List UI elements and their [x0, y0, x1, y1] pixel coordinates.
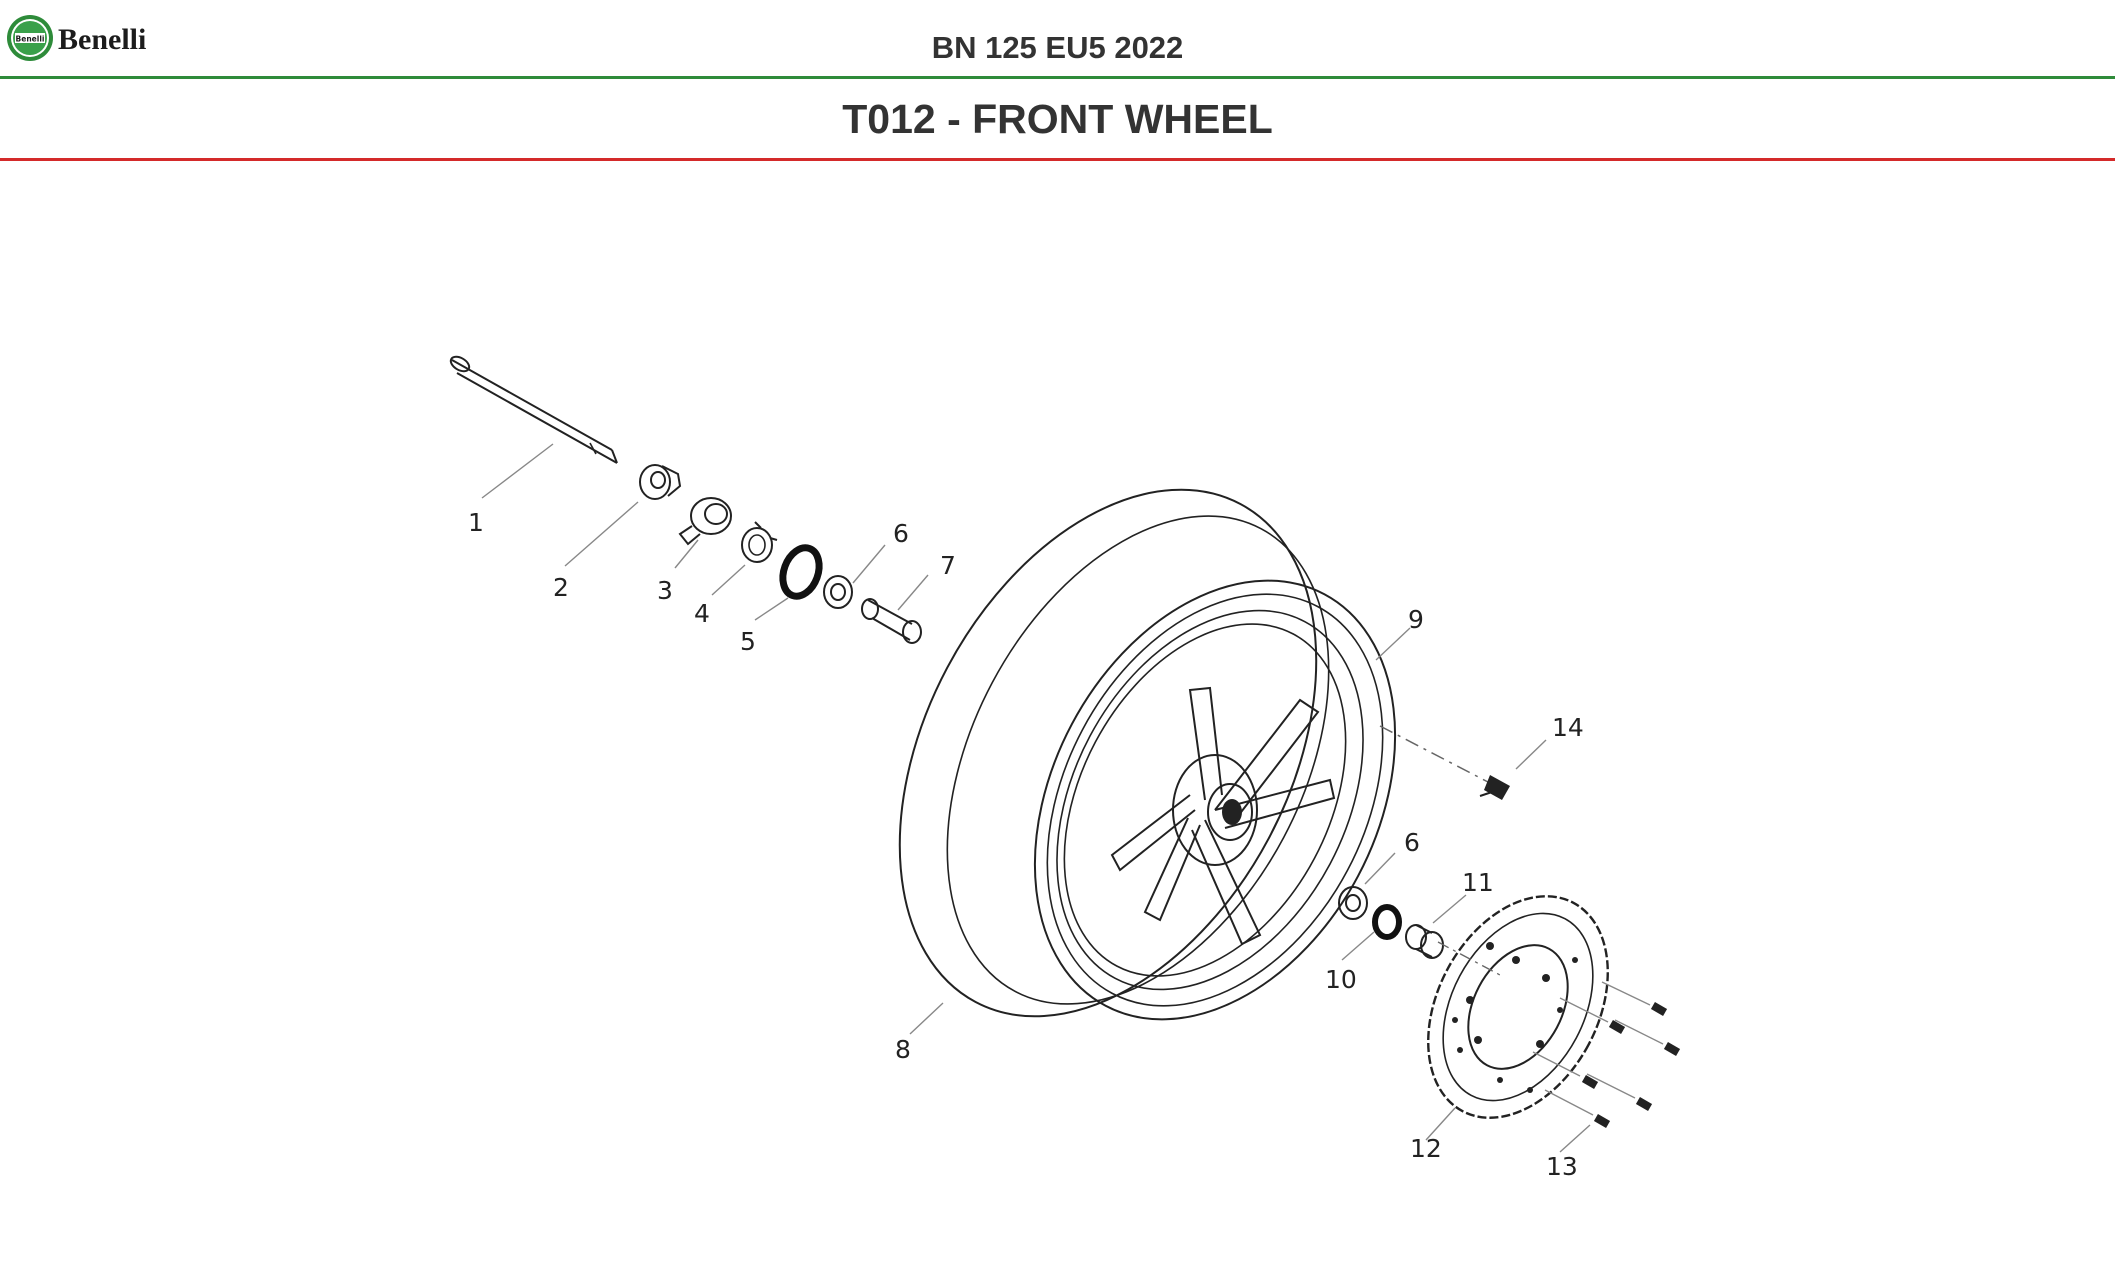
benelli-logo: Benelli Benelli — [7, 15, 146, 61]
logo-mini-text: Benelli — [16, 35, 45, 44]
part-rim — [1033, 579, 1397, 1021]
header-divider-red — [0, 158, 2115, 161]
callout-12: 12 — [1410, 1134, 1442, 1163]
logo-wordmark: Benelli — [58, 23, 146, 56]
part-speedometer-drive — [678, 497, 732, 546]
page-header: Benelli Benelli BN 125 EU5 2022 — [0, 0, 2115, 78]
callout-13: 13 — [1546, 1152, 1578, 1181]
callout-4: 4 — [694, 599, 710, 628]
callout-11: 11 — [1462, 868, 1494, 897]
part-oil-seal — [779, 544, 823, 600]
callout-leaders — [481, 443, 1591, 1153]
callout-6-upper: 6 — [893, 519, 909, 548]
model-name: BN 125 EU5 2022 — [931, 30, 1184, 65]
callout-2: 2 — [553, 573, 569, 602]
callout-6-lower: 6 — [1404, 828, 1420, 857]
header-divider-green — [0, 76, 2115, 79]
part-retainer — [741, 521, 778, 563]
callout-5: 5 — [740, 627, 756, 656]
part-spacer-tube — [861, 598, 922, 644]
callout-labels: 1 2 3 4 5 6 7 8 9 14 6 11 10 12 13 — [468, 508, 1584, 1181]
callout-7: 7 — [940, 551, 956, 580]
callout-3: 3 — [657, 576, 673, 605]
part-oil-seal-right — [1372, 904, 1402, 940]
callout-1: 1 — [468, 508, 484, 537]
part-tyre — [898, 488, 1330, 1018]
part-spacer-right — [1405, 924, 1444, 959]
part-tyre-valve — [1379, 725, 1510, 800]
callout-14: 14 — [1552, 713, 1584, 742]
callout-8: 8 — [895, 1035, 911, 1064]
part-disc-bolts — [1532, 981, 1681, 1128]
callout-10: 10 — [1325, 965, 1357, 994]
part-bearing-left — [823, 575, 853, 609]
part-axle — [449, 355, 618, 464]
part-spacer-left — [639, 464, 682, 500]
part-brake-disc — [1427, 895, 1609, 1119]
page-title: T012 - FRONT WHEEL — [842, 96, 1273, 142]
callout-9: 9 — [1408, 605, 1424, 634]
part-bearing-right — [1338, 886, 1368, 920]
